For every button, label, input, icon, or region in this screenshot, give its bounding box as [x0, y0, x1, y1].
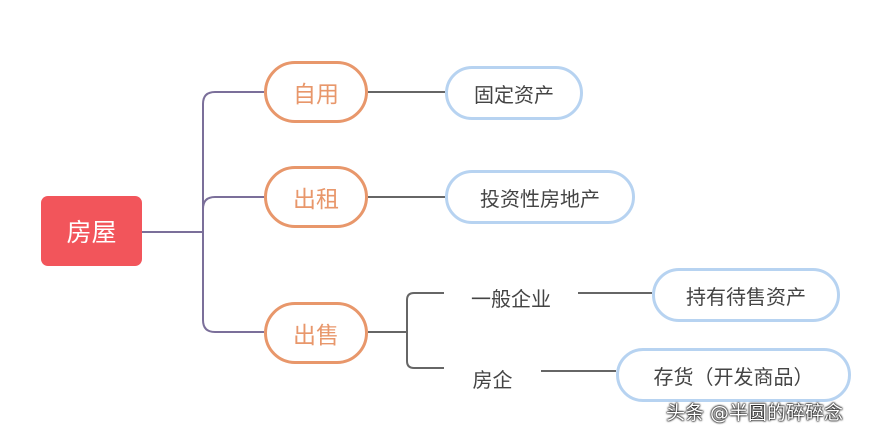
branch-connector-rent [202, 196, 264, 210]
watermark-text: 头条 @半圆的碎碎念 [666, 402, 844, 424]
sub-label-real-estate-enterprise[interactable]: 房企 [472, 367, 513, 392]
branch-node-sale[interactable]: 出售 [264, 302, 368, 364]
sale-sub-bracket [406, 292, 444, 369]
leaf-node-fixed-assets[interactable]: 固定资产 [445, 66, 583, 120]
leaf-node-held-for-sale-assets[interactable]: 持有待售资产 [652, 268, 840, 322]
sub-label-general-enterprise[interactable]: 一般企业 [471, 286, 551, 311]
branch-node-self-use[interactable]: 自用 [264, 61, 368, 123]
branch-node-rent[interactable]: 出租 [264, 166, 368, 228]
leaf-node-investment-property[interactable]: 投资性房地产 [445, 170, 635, 224]
leaf-node-inventory[interactable]: 存货（开发商品） [616, 348, 851, 402]
root-node[interactable]: 房屋 [41, 196, 142, 266]
branch-bracket [202, 91, 264, 333]
